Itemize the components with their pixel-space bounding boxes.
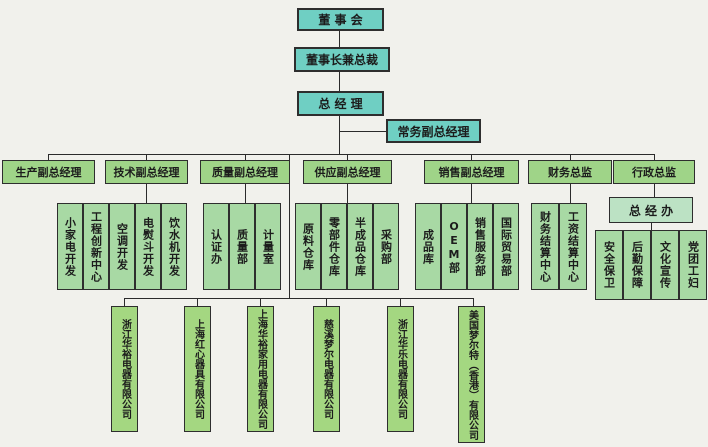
connector-line [570,184,571,203]
connector-line [260,298,261,306]
connector-line [197,298,198,306]
deputy-supply-box: 供应副总经理 [303,160,392,184]
dept-box: 电熨斗开发 [135,203,161,290]
dept-box: 饮水机开发 [161,203,187,290]
dept-box: 销售服务部 [467,203,493,290]
connector-line [146,154,147,160]
connector-line [339,31,340,48]
dept-box: 质量部 [229,203,255,290]
connector-line [146,184,147,203]
connector-line [347,184,348,203]
company-box: 上海红心器具有限公司 [184,306,211,432]
company-box: 上海华裕家用电器有限公司 [247,306,274,432]
company-box: 美国梦尔特（香港）有限公司 [458,306,485,443]
connector-line [245,154,246,160]
connector-line [339,116,340,155]
dept-box: 文化宣传 [651,230,679,300]
connector-line [654,184,655,197]
finance-director-box: 财务总监 [528,160,612,184]
gm-office-box: 总 经 办 [609,197,693,223]
dept-box: 计量室 [255,203,281,290]
deputy-sales-box: 销售副总经理 [424,160,519,184]
connector-line [471,184,472,203]
connector-line [245,184,246,203]
company-box: 浙江华裕电器有限公司 [111,306,138,432]
deputy-production-box: 生产副总经理 [2,160,95,184]
dept-box: 国际贸易部 [493,203,519,290]
admin-director-box: 行政总监 [613,160,695,184]
dept-box: OEM部 [441,203,467,290]
deputy-quality-box: 质量副总经理 [200,160,290,184]
dept-box: 工程创新中心 [83,203,109,290]
dept-box: 采购部 [373,203,399,290]
connector-line [347,154,348,160]
dept-box: 小家电开发 [57,203,83,290]
connector-line [400,298,401,306]
board-box: 董 事 会 [297,8,384,31]
company-box: 慈溪梦尔电器有限公司 [313,306,340,432]
dept-box: 半成品仓库 [347,203,373,290]
dept-box: 零部件仓库 [321,203,347,290]
connector-line [289,155,290,298]
deputy-technology-box: 技术副总经理 [105,160,188,184]
connector-line [124,298,125,306]
executive-deputy-gm-box: 常务副总经理 [386,119,481,143]
dept-box: 原料仓库 [295,203,321,290]
connector-line [124,298,473,299]
connector-line [471,154,472,160]
connector-line [339,131,387,132]
dept-box: 党团工妇 [679,230,707,300]
connector-line [48,154,49,160]
dept-box: 工资结算中心 [559,203,587,290]
dept-box: 安全保卫 [595,230,623,300]
connector-line [473,298,474,306]
connector-line [339,72,340,92]
connector-line [48,154,654,155]
dept-box: 成品库 [415,203,441,290]
dept-box: 财务结算中心 [531,203,559,290]
dept-box: 后勤保障 [623,230,651,300]
general-manager-box: 总 经 理 [297,91,384,116]
connector-line [654,154,655,160]
company-box: 浙江华乐电器有限公司 [387,306,414,432]
connector-line [326,298,327,306]
dept-box: 空调开发 [109,203,135,290]
connector-line [570,154,571,160]
connector-line [651,223,652,230]
chairman-box: 董事长兼总裁 [294,47,390,72]
dept-box: 认证办 [203,203,229,290]
